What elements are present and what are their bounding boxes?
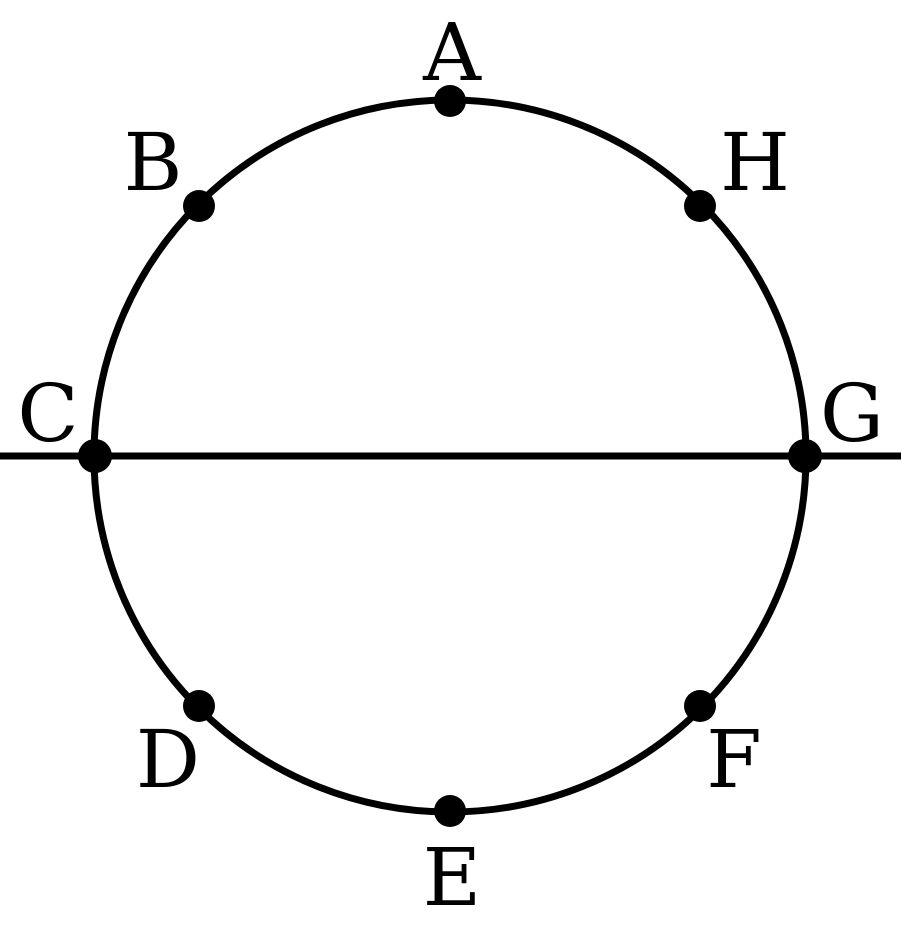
label-a: A [422,6,482,99]
point-d-dot [183,690,215,722]
point-g-dot [788,439,822,473]
label-g: G [820,367,884,460]
point-h-dot [684,190,716,222]
point-a-dot [434,85,466,117]
label-h: H [720,116,790,209]
label-b: B [124,116,183,209]
label-f: F [706,713,762,806]
point-c-dot [78,439,112,473]
point-b-dot [183,190,215,222]
point-e-dot [434,795,466,827]
label-e: E [423,831,481,924]
label-d: D [136,713,200,806]
point-f-dot [684,690,716,722]
label-c: C [17,367,78,460]
